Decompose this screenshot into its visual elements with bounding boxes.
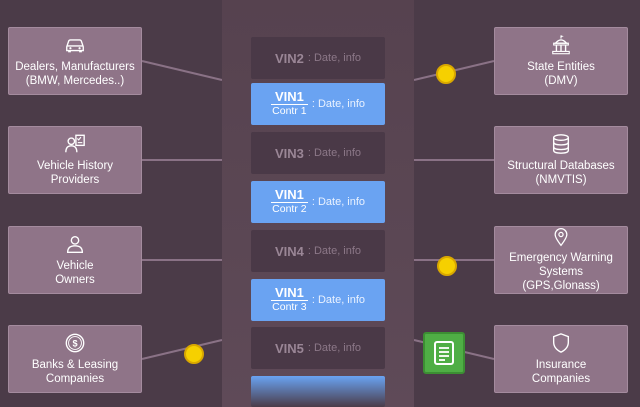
coin-icon [437, 256, 457, 276]
block-info: : Date, info [307, 147, 362, 159]
block-vin: VIN3 [274, 145, 304, 161]
block-vin: VIN4 [274, 243, 304, 259]
block-fraction: VIN1 Contr 3 [270, 286, 308, 314]
entity-dealers-manufacturers: Dealers, Manufacturers(BMW, Mercedes..) [8, 27, 142, 95]
document-icon [423, 332, 465, 374]
block-fraction: VIN1 Contr 2 [270, 188, 308, 216]
block-info: : Date, info [307, 52, 362, 64]
shield-icon [552, 333, 570, 353]
document-glyph [434, 341, 454, 365]
entity-label: Dealers, Manufacturers(BMW, Mercedes..) [15, 61, 135, 87]
car-icon [66, 39, 84, 53]
dollar-coin-icon: $ [65, 333, 85, 353]
block-info: : Date, info [311, 294, 366, 306]
chain-block-partial [251, 376, 385, 407]
block-vin: VIN5 [274, 340, 304, 356]
block-contract: Contr 2 [272, 203, 307, 215]
block-info: : Date, info [311, 196, 366, 208]
chain-block-vin3: VIN3 : Date, info [251, 132, 385, 174]
checklist-user-icon [65, 134, 85, 153]
block-fraction: VIN1 Contr 1 [270, 90, 308, 118]
entity-state-entities: State Entities(DMV) [494, 27, 628, 95]
location-pin-icon [554, 228, 568, 247]
block-vin: VIN2 [274, 50, 304, 66]
block-vin: VIN1 [270, 286, 308, 301]
block-contract: Contr 3 [272, 301, 307, 313]
government-building-icon [552, 35, 570, 55]
coin-icon [184, 344, 204, 364]
coin-icon [436, 64, 456, 84]
block-vin: VIN1 [270, 90, 308, 105]
chain-block-vin5: VIN5 : Date, info [251, 327, 385, 369]
block-vin: VIN1 [270, 188, 308, 203]
entity-label: State Entities(DMV) [527, 61, 595, 87]
block-contract: Contr 1 [272, 105, 307, 117]
person-icon [66, 235, 84, 253]
entity-structural-databases: Structural Databases(NMVTIS) [494, 126, 628, 194]
chain-block-contract-1: VIN1 Contr 1 : Date, info [251, 83, 385, 125]
chain-block-contract-3: VIN1 Contr 3 : Date, info [251, 279, 385, 321]
chain-block-vin2: VIN2 : Date, info [251, 37, 385, 79]
database-icon [552, 134, 570, 154]
block-info: : Date, info [311, 98, 366, 110]
svg-text:$: $ [72, 339, 77, 349]
chain-block-vin4: VIN4 : Date, info [251, 230, 385, 272]
chain-block-contract-2: VIN1 Contr 2 : Date, info [251, 181, 385, 223]
block-info: : Date, info [307, 245, 362, 257]
block-info: : Date, info [307, 342, 362, 354]
entity-label: Structural Databases(NMVTIS) [507, 160, 615, 186]
